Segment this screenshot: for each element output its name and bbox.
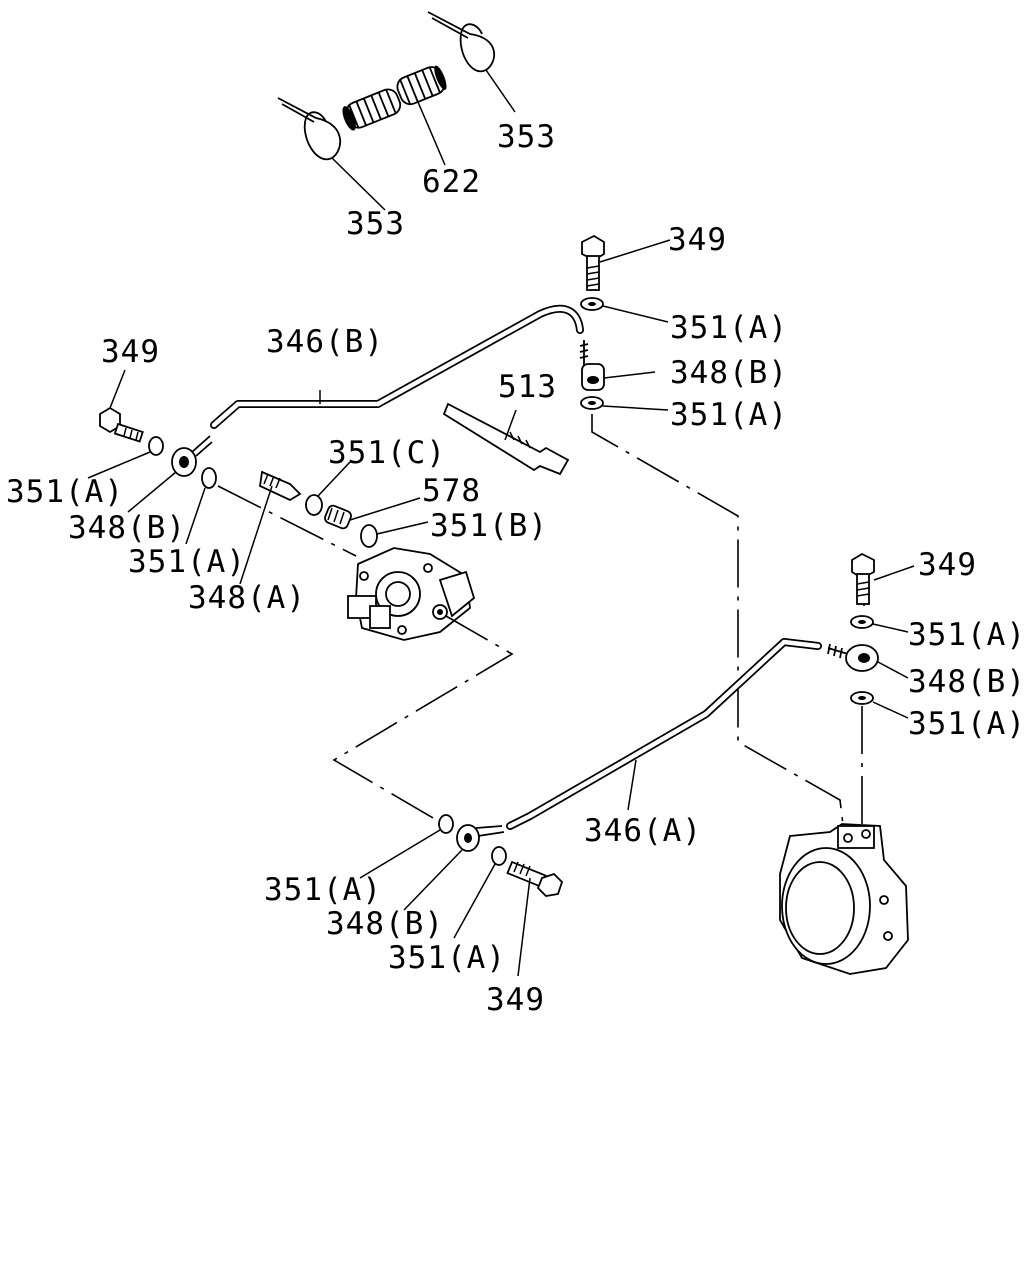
- valve-body: [347, 547, 476, 641]
- binding-band-513: [442, 402, 570, 476]
- bolt-349-bottom: [506, 860, 564, 977]
- label-348b-left: 348(B): [68, 510, 186, 546]
- label-349-left: 349: [101, 334, 160, 370]
- label-353-left: 353: [346, 206, 405, 242]
- eyebolt-348b-top-right: [579, 340, 656, 391]
- label-346a: 346(A): [584, 813, 702, 849]
- guide-lines: [217, 414, 865, 851]
- washer-351c: [305, 494, 323, 516]
- pipe-346b: [210, 304, 584, 429]
- bolt-349-right: [851, 552, 915, 605]
- eyebolt-348b-left: [127, 435, 213, 513]
- washer-351a-b2: [491, 846, 507, 866]
- eyebolt-348b-bottom: [403, 824, 505, 911]
- label-351a-bottom-1: 351(A): [264, 872, 382, 908]
- protector-spring-622: [342, 65, 447, 166]
- washer-351a-left2: [201, 467, 217, 489]
- label-351a-left-2: 351(A): [128, 544, 246, 580]
- label-622: 622: [422, 164, 481, 200]
- label-578: 578: [422, 473, 481, 509]
- label-348a: 348(A): [188, 580, 306, 616]
- label-351a-right-2: 351(A): [908, 706, 1024, 742]
- label-349-top-right: 349: [668, 222, 727, 258]
- cable-tie-top-right: [427, 11, 516, 113]
- cable-tie-top-left: [277, 97, 386, 211]
- label-513: 513: [498, 369, 557, 405]
- label-351a-top-right-1: 351(A): [670, 310, 788, 346]
- bolt-349-top-right: [581, 234, 671, 291]
- label-351c: 351(C): [328, 435, 446, 471]
- washer-351a-b1: [438, 814, 454, 834]
- label-346b: 346(B): [266, 324, 384, 360]
- label-351a-left: 351(A): [6, 474, 124, 510]
- label-351b: 351(B): [430, 508, 548, 544]
- callout-labels: 353 622 353 349 351(A) 348(B) 351(A) 346…: [6, 119, 1024, 1018]
- connector-348a: [239, 470, 302, 585]
- label-348b-bottom: 348(B): [326, 906, 444, 942]
- label-351a-bottom-2: 351(A): [388, 940, 506, 976]
- fitting-578: [324, 497, 421, 530]
- washer-351b: [360, 524, 378, 548]
- label-351a-top-right-2: 351(A): [670, 397, 788, 433]
- pump-body: [779, 823, 909, 975]
- label-353-top: 353: [497, 119, 556, 155]
- washer-351a-left: [148, 436, 164, 456]
- label-349-bottom: 349: [486, 982, 545, 1018]
- eyebolt-348b-right: [827, 643, 909, 679]
- label-351a-right-1: 351(A): [908, 617, 1024, 653]
- label-348b-top-right: 348(B): [670, 355, 788, 391]
- pipe-346a: [506, 638, 822, 830]
- label-348b-right: 348(B): [908, 664, 1024, 700]
- label-349-right: 349: [918, 547, 977, 583]
- bolt-349-left: [99, 369, 144, 443]
